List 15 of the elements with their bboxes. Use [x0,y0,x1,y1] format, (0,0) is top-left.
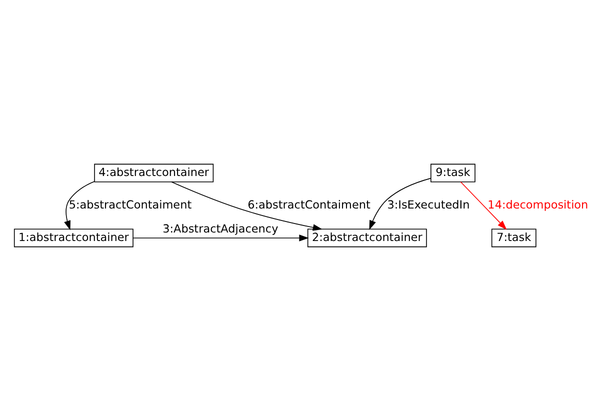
arrow [369,177,432,230]
node-box: 4:abstractcontainer [94,163,214,182]
edge-label: 14:decomposition [488,198,588,211]
edge-label: 5:abstractContaiment [68,198,192,211]
arrow [171,181,323,230]
arrow [64,180,95,230]
node-box: 1:abstractcontainer [14,228,134,247]
node-box: 2:abstractcontainer [307,228,427,247]
edge-label: 3:AbstractAdjacency [162,222,278,236]
arrow [460,180,507,230]
node-box: 9:task [430,163,476,182]
arrow [132,234,309,241]
node-box: 7:task [491,228,536,247]
edge-label: 6:abstractContaiment [248,198,370,211]
edge-label: 3:IsExecutedIn [387,198,470,211]
